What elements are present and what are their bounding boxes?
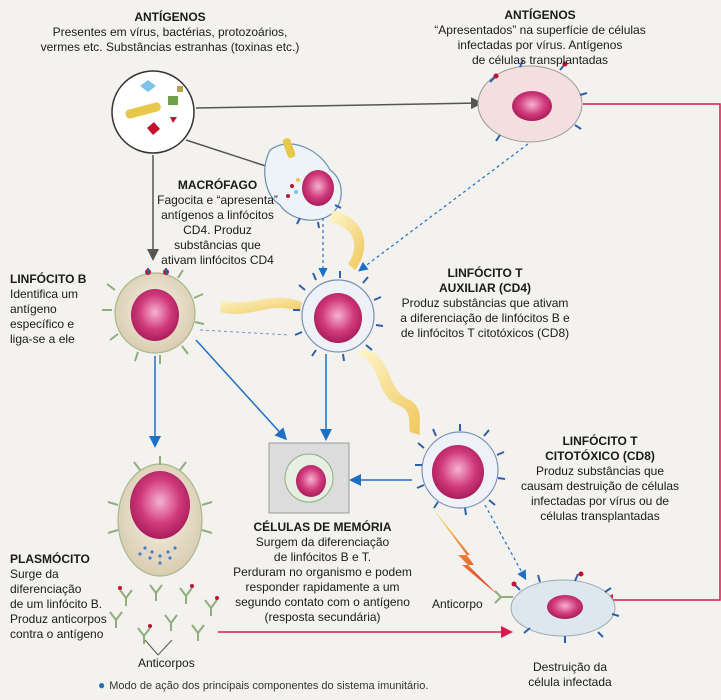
infected-cell-top (477, 59, 588, 143)
helper-t-label-block: LINFÓCITO T AUXILIAR (CD4) Produz substâ… (390, 266, 580, 341)
macrophage-line2: antígenos a linfócitos (161, 208, 274, 222)
macrophage-label-block: MACRÓFAGO Fagocita e “apresenta” antígen… (150, 178, 285, 268)
plasmocyte-line5: contra o antígeno (10, 627, 104, 641)
memory-cells-line2: de linfócitos B e T. (273, 550, 372, 564)
cytotoxic-t-line2: causam destruição de células (520, 479, 680, 493)
antigens-right-block: ANTÍGENOS “Apresentados” na superfície d… (420, 8, 660, 68)
antigens-left-title: ANTÍGENOS (134, 10, 206, 24)
cytotoxic-t-cd8-cell (415, 424, 506, 516)
antigens-left-line1: Presentes em vírus, bactérias, protozoár… (52, 25, 288, 39)
memory-cells-label-block: CÉLULAS DE MEMÓRIA Surgem da diferenciaç… (220, 520, 425, 625)
caption-text: Modo de ação dos principais componentes … (109, 680, 429, 692)
helper-t-cd4-cell (293, 271, 384, 362)
plasmocyte-line3: de um linfócito B. (10, 597, 103, 611)
cytotoxic-t-line3: infectadas por vírus ou de (530, 494, 670, 508)
helper-t-title2: AUXILIAR (CD4) (439, 281, 531, 295)
antigens-right-title: ANTÍGENOS (504, 8, 576, 22)
antigen-sample-circle (111, 70, 195, 154)
plasmocyte-line1: Surge da (10, 567, 59, 581)
antibody-label: Anticorpo (432, 597, 483, 611)
macrophage-cell (264, 138, 342, 229)
destruction-line2: célula infectada (528, 675, 612, 689)
antigens-right-line1: “Apresentados” na superfície de células (434, 23, 646, 37)
plasmocyte-line2: diferenciação (10, 582, 82, 596)
antibodies-label: Anticorpos (138, 656, 195, 670)
memory-cells-line4: responder rapidamente a um (245, 580, 400, 594)
plasmocyte-label-block: PLASMÓCITO Surge da diferenciação de um … (10, 552, 130, 642)
antigens-left-block: ANTÍGENOS Presentes em vírus, bactérias,… (35, 10, 305, 55)
cytotoxic-t-label-block: LINFÓCITO T CITOTÓXICO (CD8) Produz subs… (510, 434, 690, 524)
cytotoxic-t-line1: Produz substâncias que (535, 464, 665, 478)
figure-caption: ●Modo de ação dos principais componentes… (98, 678, 428, 692)
plasmocyte-cell (107, 456, 213, 577)
antibodies-cluster (109, 584, 218, 644)
macrophage-line4: substâncias que (174, 238, 261, 252)
b-lymphocyte-title: LINFÓCITO B (10, 272, 87, 286)
macrophage-title: MACRÓFAGO (177, 178, 258, 192)
destroyed-infected-cell (510, 571, 620, 643)
b-lymphocyte-line2: antígeno (10, 302, 57, 316)
memory-cells-title: CÉLULAS DE MEMÓRIA (253, 520, 392, 534)
macrophage-line5: ativam linfócitos CD4 (161, 253, 274, 267)
b-lymphocyte-cell (102, 268, 205, 364)
destruction-label-block: Destruição da célula infectada (515, 660, 625, 690)
helper-t-line2: a diferenciação de linfócitos B e (400, 311, 570, 325)
helper-t-title1: LINFÓCITO T (447, 266, 523, 280)
antigens-left-line2: vermes etc. Substâncias estranhas (toxin… (40, 40, 300, 54)
b-lymphocyte-line1: Identifica um (10, 287, 79, 301)
macrophage-line3: CD4. Produz (183, 223, 252, 237)
destruction-line1: Destruição da (532, 660, 608, 674)
b-lymphocyte-label-block: LINFÓCITO B Identifica um antígeno espec… (10, 272, 110, 347)
b-lymphocyte-line4: liga-se a ele (10, 332, 75, 346)
memory-cells-line6: (resposta secundária) (264, 610, 381, 624)
plasmocyte-line4: Produz anticorpos (10, 612, 107, 626)
antigens-right-line2: infectadas por vírus. Antígenos (457, 38, 623, 52)
cytotoxic-t-title1: LINFÓCITO T (562, 434, 638, 448)
helper-t-line3: de linfócitos T citotóxicos (CD8) (400, 326, 570, 340)
macrophage-line1: Fagocita e “apresenta” (157, 193, 278, 207)
caption-bullet-icon: ● (98, 678, 106, 692)
antigens-right-line3: de células transplantadas (471, 53, 609, 67)
memory-cells-line5: segundo contato com o antígeno (235, 595, 410, 609)
cytotoxic-t-title2: CITOTÓXICO (CD8) (545, 449, 655, 463)
helper-t-line1: Produz substâncias que ativam (401, 296, 569, 310)
memory-cells-line3: Perduram no organismo e podem (233, 565, 412, 579)
memory-cells-line1: Surgem da diferenciação (255, 535, 390, 549)
cytotoxic-t-line4: células transplantadas (540, 509, 660, 523)
b-lymphocyte-line3: específico e (10, 317, 75, 331)
plasmocyte-title: PLASMÓCITO (10, 552, 90, 566)
memory-cell-box (268, 442, 350, 514)
